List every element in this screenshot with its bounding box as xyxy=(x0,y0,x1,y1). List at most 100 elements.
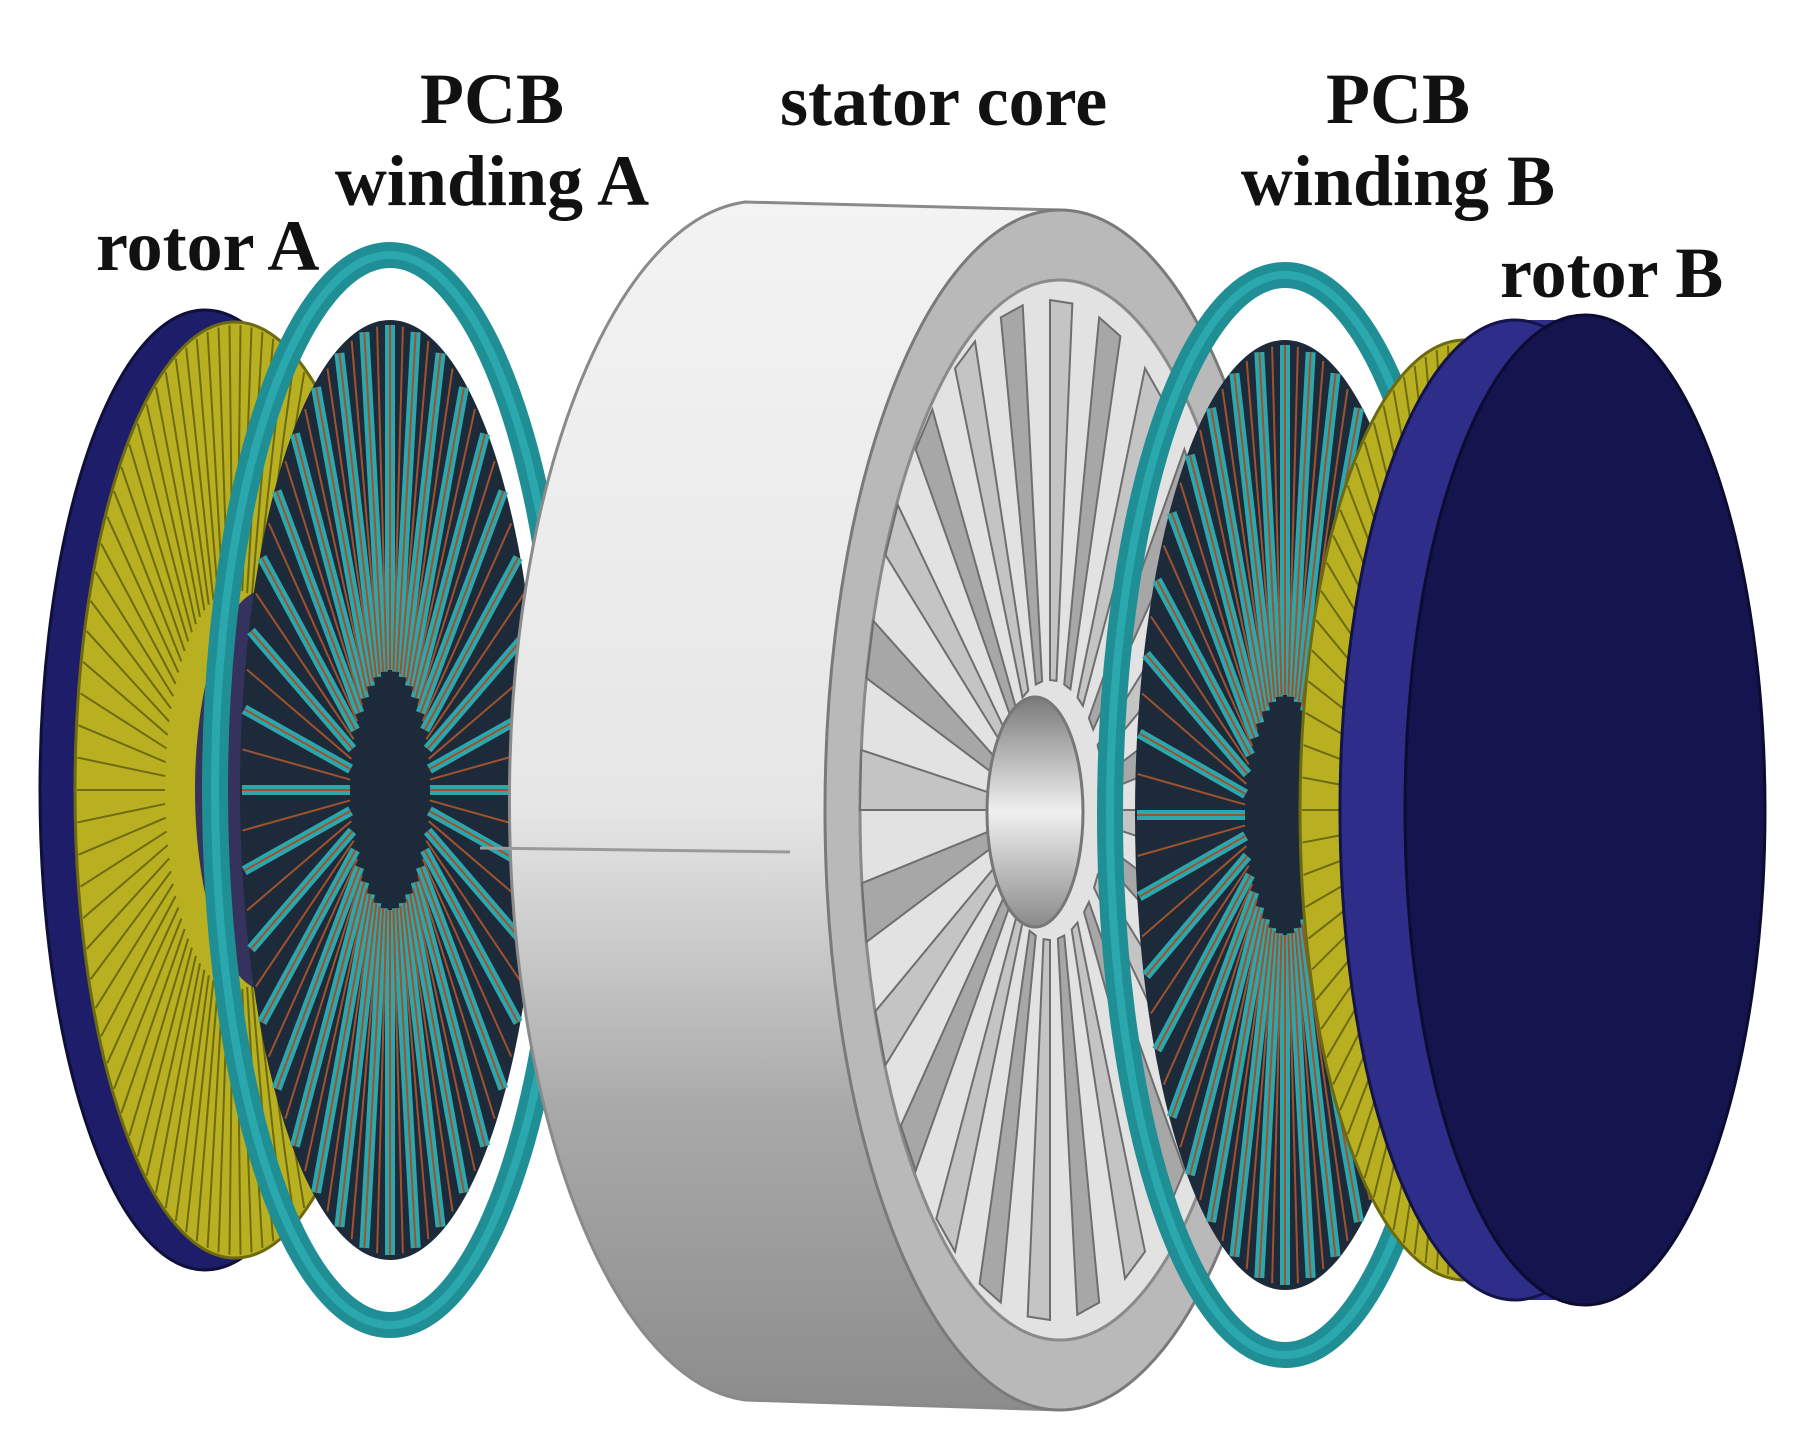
pcb-winding-b-copper-trace xyxy=(1271,346,1283,696)
pcb-winding-a-copper-trace xyxy=(338,352,378,678)
pcb-winding-a-copper-trace xyxy=(426,830,530,950)
pcb-winding-b-copper-trace xyxy=(1294,360,1325,700)
pcb-winding-a-copper-trace xyxy=(376,909,388,1254)
pcb-winding-b-copper-trace xyxy=(1145,653,1249,775)
rotor-a-magnet-segment xyxy=(145,955,197,1176)
pcb-winding-a-copper-trace xyxy=(425,840,525,988)
rotor-b-magnet-segment xyxy=(1303,744,1347,763)
pcb-winding-b-copper-trace xyxy=(1145,855,1249,977)
pcb-winding-b-copper-trace xyxy=(1287,934,1299,1284)
rotor-b-magnet-segment xyxy=(1305,712,1349,739)
pcb-winding-b-copper-trace xyxy=(1233,927,1273,1257)
rotor-a-magnet-segment xyxy=(113,490,183,662)
pcb-winding-a-copper-trace xyxy=(399,905,430,1240)
pcb-winding-b-copper-trace xyxy=(1245,930,1276,1270)
pcb-winding-b-copper-trace xyxy=(1210,407,1266,712)
pcb-winding-b-copper-trace xyxy=(1221,923,1270,1242)
pcb-winding-b-copper-trace xyxy=(1155,579,1252,756)
pcb-winding-a-copper-trace xyxy=(326,898,375,1212)
pcb-winding-a-copper-trace xyxy=(392,326,404,671)
stator-core-bore xyxy=(985,695,1085,929)
pcb-winding-a-copper-trace xyxy=(250,630,354,750)
pcb-winding-b-copper-trace xyxy=(1188,454,1261,724)
rotor-a-magnet-segment xyxy=(78,816,167,856)
pcb-winding-a-copper-trace xyxy=(315,387,371,687)
pcb-winding-a-copper-trace xyxy=(419,866,505,1090)
pcb-winding-a-copper-trace xyxy=(267,522,359,722)
rotor-a-magnet-segment xyxy=(195,338,220,597)
pcb-winding-a-copper-trace xyxy=(395,908,417,1248)
rotor-a-magnet-segment xyxy=(89,870,172,980)
pcb-winding-a-copper-trace xyxy=(402,352,442,678)
rotor-a-magnet-segment xyxy=(120,466,186,652)
pcb-winding-a-copper-trace xyxy=(399,340,430,675)
rotor-a-magnet-segment xyxy=(164,371,206,611)
rotor-a-magnet-segment xyxy=(106,516,180,673)
pcb-winding-a-copper-trace xyxy=(255,840,355,988)
pcb-winding-b-copper-trace xyxy=(1233,373,1273,703)
pcb-winding-a-copper-trace xyxy=(414,433,487,699)
rotor-a-magnet-segment xyxy=(164,969,206,1209)
pcb-winding-a-label-line2: winding A xyxy=(334,141,650,221)
rotor-a-magnet-segment xyxy=(82,844,169,919)
stator-tooth xyxy=(978,928,1037,1305)
pcb-winding-a-copper-trace xyxy=(260,849,357,1023)
pcb-winding-a-copper-trace xyxy=(402,902,442,1228)
rotor-a-magnet-segment xyxy=(106,907,180,1064)
rotor-b-label: rotor B xyxy=(1500,233,1724,313)
pcb-winding-b-copper-trace xyxy=(1188,906,1261,1176)
pcb-winding-b-copper-trace xyxy=(1155,874,1252,1051)
pcb-winding-a-copper-trace xyxy=(376,326,388,671)
pcb-winding-b-copper-trace xyxy=(1297,373,1337,703)
pcb-winding-a-copper-trace xyxy=(267,858,359,1058)
pcb-winding-b-copper-trace xyxy=(1141,692,1248,785)
pcb-winding-a-copper-trace xyxy=(425,592,525,740)
pcb-winding-a-copper-trace xyxy=(423,557,520,731)
stator-core-seam xyxy=(479,846,791,854)
pcb-winding-a-copper-trace xyxy=(363,332,385,672)
pcb-winding-b-copper-trace xyxy=(1162,883,1254,1085)
pcb-winding-a-copper-trace xyxy=(326,368,375,682)
rotor-b-magnet-segment xyxy=(1302,776,1346,787)
rotor-a-magnet-segment xyxy=(155,387,201,617)
pcb-winding-a-label: PCB winding A xyxy=(312,58,672,222)
pcb-winding-a-copper-trace xyxy=(421,858,513,1058)
pcb-winding-a-traces xyxy=(241,325,539,1255)
pcb-winding-a-copper-trace xyxy=(421,522,513,722)
rotor-a-magnet-segment xyxy=(77,756,166,778)
pcb-winding-a-copper-trace xyxy=(363,908,385,1248)
pcb-winding-a-copper-trace xyxy=(260,557,357,731)
pcb-winding-b-copper-trace xyxy=(1170,512,1256,739)
pcb-winding-a-copper-trace xyxy=(284,460,363,706)
rotor-a-magnet-segment xyxy=(94,571,175,697)
pcb-winding-a-copper-trace xyxy=(315,893,371,1193)
stator-tooth xyxy=(1063,315,1122,692)
rotor-a-magnet-segment xyxy=(100,895,177,1037)
rotor-a-magnet-segment xyxy=(128,938,190,1136)
rotor-a-magnet-segment xyxy=(195,983,220,1242)
rotor-a-magnet-segment xyxy=(85,857,170,950)
pcb-winding-a-copper-trace xyxy=(411,888,476,1172)
rotor-a-magnet-segment xyxy=(100,543,177,685)
pcb-winding-a-copper-trace xyxy=(417,460,496,706)
rotor-a-magnet-segment xyxy=(113,918,183,1090)
rotor-b-front-disc xyxy=(1403,313,1767,1307)
stator-core-label: stator core xyxy=(780,61,1108,141)
pcb-winding-b-copper-trace xyxy=(1258,933,1280,1278)
pcb-winding-a-copper-trace xyxy=(409,893,465,1193)
pcb-winding-b-copper-trace xyxy=(1162,545,1254,747)
rotor-a-magnet-segment xyxy=(79,830,168,888)
rotor-a-magnet-segment xyxy=(78,724,167,764)
pcb-winding-b-copper-trace xyxy=(1290,352,1312,697)
rotor-a-magnet-segment xyxy=(174,358,210,605)
pcb-winding-b-copper-trace xyxy=(1138,834,1247,898)
pcb-winding-b-copper-trace xyxy=(1258,352,1280,697)
pcb-winding-a-copper-trace xyxy=(350,340,381,675)
pcb-winding-a-copper-trace xyxy=(426,630,530,750)
pcb-winding-b-copper-trace xyxy=(1290,933,1312,1278)
pcb-winding-a-copper-trace xyxy=(243,809,352,872)
rotor-a-magnet-segment xyxy=(136,423,193,633)
pcb-winding-a-copper-trace xyxy=(243,708,352,771)
